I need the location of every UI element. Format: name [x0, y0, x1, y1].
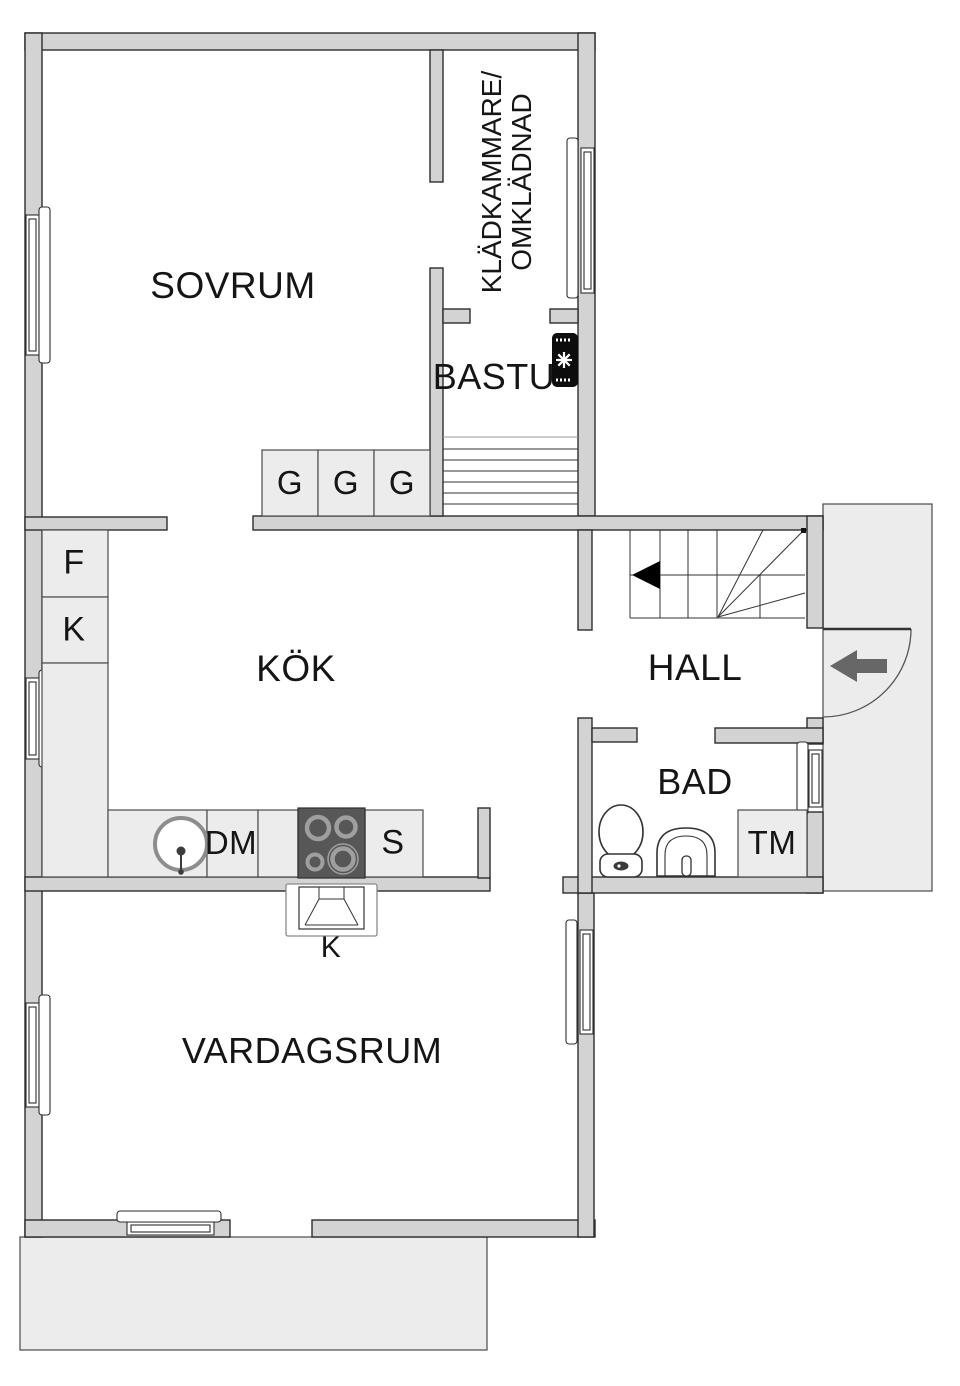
fixture-label-wardrobe-2: G — [332, 464, 360, 501]
fixture-label-freezer: K — [62, 610, 86, 649]
terrace-area — [19, 1236, 488, 1351]
washing-machine-box — [737, 809, 808, 878]
sauna-heater-icon — [552, 333, 578, 387]
room-label-kok: KÖK — [256, 648, 336, 689]
fixture-label-fridge: F — [63, 543, 85, 582]
fixture-label-dishwasher: DM — [204, 824, 258, 861]
room-label-kladkammare-line1: KLÄDKAMMARE/ — [476, 70, 507, 294]
wall-kitchen-hall-divider — [577, 529, 593, 631]
dishwasher-box — [206, 809, 259, 878]
freezer-box — [41, 596, 109, 664]
wardrobe-box-2 — [317, 449, 375, 517]
entrance-door — [822, 627, 912, 718]
wall-closet-divider-lower — [429, 267, 444, 517]
wall-kitchen-bottom — [24, 876, 491, 892]
window-icon-bad — [796, 741, 823, 816]
wardrobe-box-1 — [261, 449, 319, 517]
room-label-kladkammare-line2: OMKLÄDNAD — [506, 93, 537, 271]
kitchen-fixtures — [41, 449, 431, 937]
stairs-winder-flight — [629, 528, 806, 619]
bathroom-fixtures — [598, 804, 808, 878]
window-icon-kladkammare — [566, 137, 595, 299]
counter-left-strip — [41, 662, 109, 878]
wall-kitchen-stub-left — [24, 516, 168, 531]
wall-bad-door-stub-right — [714, 727, 824, 744]
wall-top — [24, 32, 596, 51]
room-label-bad: BAD — [657, 761, 733, 802]
wall-bottom-right — [311, 1219, 596, 1238]
window-icon-sovrum — [25, 206, 51, 364]
chimney-icon — [285, 883, 378, 937]
wall-bad-left — [577, 717, 593, 894]
counter-section — [257, 809, 299, 878]
window-icon-vardagsrum-right — [565, 919, 594, 1045]
windows — [25, 137, 823, 1236]
toilet-icon — [598, 804, 644, 878]
stair-direction-arrow-icon — [632, 561, 660, 589]
sink-icon — [153, 816, 209, 875]
wall-extension-bottom — [562, 876, 824, 894]
wall-kitchen-hall-top — [252, 515, 824, 531]
wall-closet-divider-upper — [429, 49, 444, 183]
window-icon-vardagsrum-left — [25, 994, 51, 1116]
fixture-label-stove: S — [381, 823, 405, 862]
fixture-label-wardrobe-1: G — [276, 464, 304, 501]
washbasin-icon — [656, 827, 716, 877]
room-label-kladkammare: KLÄDKAMMARE/ OMKLÄDNAD — [476, 70, 537, 294]
wall-kitchen-stub-vertical — [477, 807, 491, 879]
fixture-label-chimney: K — [320, 931, 342, 964]
fixture-label-washing-machine: TM — [747, 824, 797, 861]
wall-bad-door-stub-left — [591, 727, 638, 743]
wall-bastu-stub-left — [442, 308, 471, 324]
entrance-arrow-icon — [830, 650, 887, 682]
extension-walls — [24, 515, 824, 894]
room-label-vardagsrum: VARDAGSRUM — [181, 1030, 443, 1071]
wardrobe-box-3 — [373, 449, 431, 517]
door-swing-arc — [822, 628, 912, 718]
room-label-sovrum: SOVRUM — [150, 265, 316, 306]
room-label-bastu: BASTU — [432, 356, 556, 397]
wall-extension-right-upper — [806, 515, 824, 629]
stove-side-section — [364, 809, 424, 878]
window-icon-vardagsrum-bottom — [116, 1210, 222, 1236]
wall-bastu-stub-right — [549, 308, 579, 324]
stove-icon — [297, 807, 366, 879]
room-label-hall: HALL — [647, 647, 743, 688]
fixture-label-wardrobe-3: G — [388, 464, 416, 501]
stairs-upper-flight — [443, 436, 578, 505]
